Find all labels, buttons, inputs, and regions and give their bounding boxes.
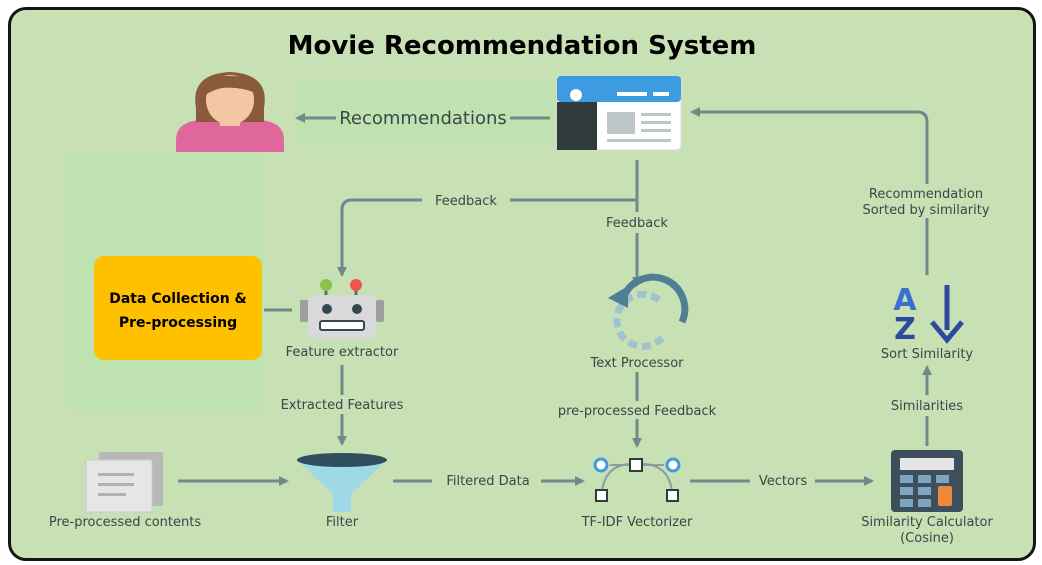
edges bbox=[178, 107, 932, 486]
data-collection-label-line1: Data Collection & bbox=[109, 291, 247, 307]
sort-icon-letter-a: A bbox=[893, 283, 917, 318]
edge-label-recommendation-line2: Sorted by similarity bbox=[862, 203, 989, 218]
contents-label: Pre-processed contents bbox=[49, 515, 201, 530]
edge-recommendation-sorted-top bbox=[690, 107, 929, 184]
web-app-icon bbox=[556, 75, 682, 151]
text-processor-label: Text Processor bbox=[589, 356, 684, 371]
edge-label-extracted-features: Extracted Features bbox=[281, 398, 404, 413]
robot-icon bbox=[300, 279, 384, 339]
edge-label-preprocessed-feedback: pre-processed Feedback bbox=[558, 404, 717, 419]
data-collection-label-line2: Pre-processing bbox=[119, 315, 237, 331]
calculator-icon bbox=[891, 450, 963, 512]
edge-label-recommendations: Recommendations bbox=[339, 108, 507, 129]
funnel-icon bbox=[297, 453, 387, 512]
filter-label: Filter bbox=[326, 515, 359, 530]
document-stack-icon bbox=[85, 452, 163, 513]
highlight-panel-top bbox=[295, 83, 553, 145]
diagram-title: Movie Recommendation System bbox=[288, 31, 757, 61]
sort-similarity-label: Sort Similarity bbox=[881, 347, 974, 362]
sort-icon-letter-z: Z bbox=[894, 312, 916, 347]
data-collection-node: Data Collection & Pre-processing bbox=[94, 256, 262, 360]
edge-label-similarities: Similarities bbox=[891, 399, 963, 414]
feature-extractor-label: Feature extractor bbox=[286, 345, 399, 360]
vector-path-icon bbox=[593, 457, 681, 502]
edge-label-vectors: Vectors bbox=[759, 474, 807, 489]
calculator-label-line2: (Cosine) bbox=[900, 531, 954, 546]
edge-label-filtered-data: Filtered Data bbox=[446, 474, 529, 489]
vectorizer-label: TF-IDF Vectorizer bbox=[581, 515, 693, 530]
edge-feedback-left bbox=[510, 160, 639, 202]
user-avatar-icon bbox=[176, 72, 284, 152]
edge-label-feedback-down: Feedback bbox=[606, 216, 668, 231]
sort-az-icon: A Z bbox=[893, 283, 964, 347]
calculator-label-line1: Similarity Calculator bbox=[861, 515, 993, 530]
edge-label-recommendation-line1: Recommendation bbox=[869, 187, 983, 202]
edge-label-feedback-left: Feedback bbox=[435, 194, 497, 209]
refresh-cycle-icon bbox=[608, 273, 689, 350]
edge-feedback-left-tail bbox=[337, 198, 422, 277]
